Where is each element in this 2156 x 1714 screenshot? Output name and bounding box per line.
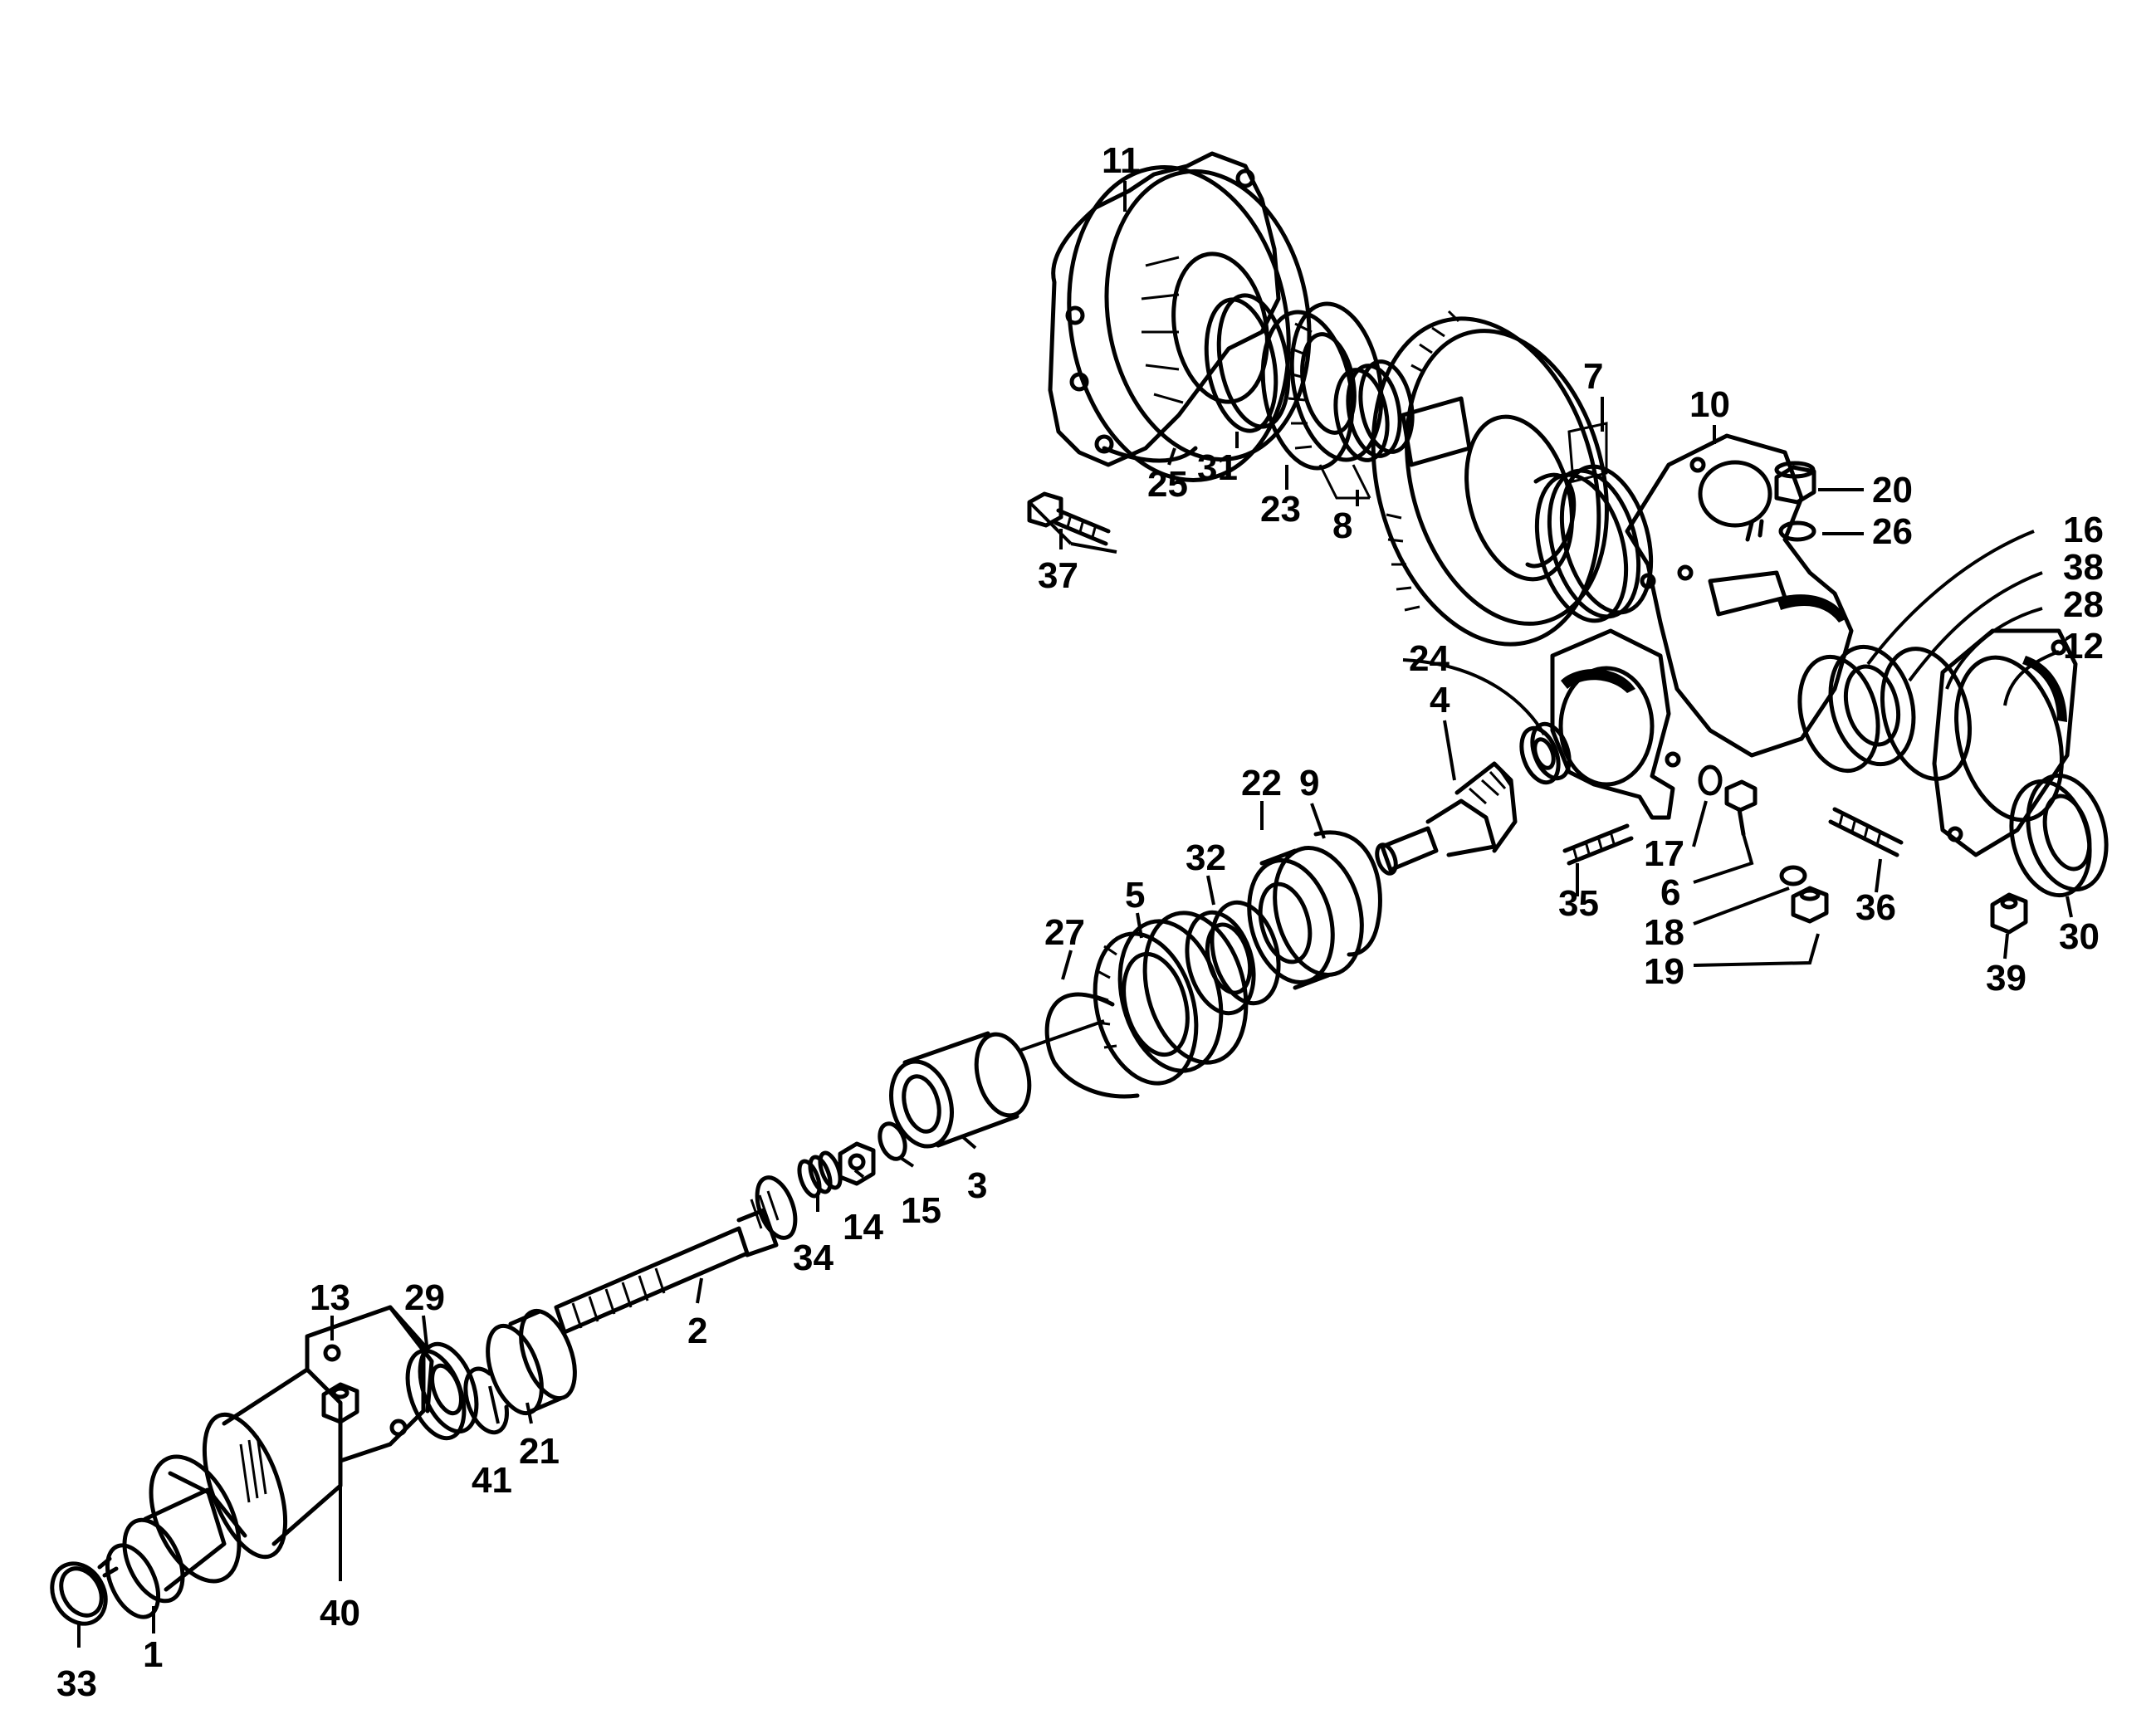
part-9-shim (1313, 830, 1382, 957)
callout-30: 30 (2059, 916, 2100, 957)
callout-17: 17 (1644, 833, 1684, 874)
callout-15: 15 (901, 1190, 941, 1231)
callout-7: 7 (1583, 356, 1603, 397)
callout-labels: 11 25 31 23 8 7 10 20 26 16 38 28 12 37 … (56, 140, 2104, 1704)
callout-39: 39 (1986, 958, 2026, 999)
callout-27: 27 (1044, 912, 1085, 953)
part-case-front-cover (1550, 628, 1681, 820)
callout-20: 20 (1872, 470, 1913, 510)
part-2-output-shaft (554, 1175, 798, 1335)
part-14-nut (838, 1141, 876, 1186)
part-28-ring (1880, 647, 1973, 781)
part-24-bearing (1519, 721, 1572, 785)
callout-23: 23 (1260, 489, 1301, 530)
callout-33: 33 (56, 1663, 97, 1704)
callout-2: 2 (687, 1311, 707, 1351)
callout-36: 36 (1855, 887, 1896, 928)
parts-drawing (50, 151, 2109, 1626)
part-29-bearing (405, 1341, 479, 1441)
callout-41: 41 (472, 1460, 512, 1501)
callout-22: 22 (1241, 763, 1282, 803)
part-3-sleeve (889, 1031, 1032, 1149)
callout-37: 37 (1038, 555, 1078, 596)
part-30-oil-seal (2009, 773, 2109, 898)
part-12-rear-cover (1932, 628, 2078, 857)
part-11-cover-plate (1048, 151, 1312, 482)
callout-1: 1 (143, 1634, 163, 1675)
part-22-drum (1247, 846, 1364, 990)
callout-35: 35 (1558, 883, 1599, 924)
part-32-bearing (1185, 900, 1281, 1016)
callout-10: 10 (1689, 384, 1730, 425)
callout-24: 24 (1409, 638, 1450, 679)
callout-34: 34 (793, 1238, 834, 1278)
callout-8: 8 (1332, 505, 1352, 546)
callout-5: 5 (1125, 875, 1145, 916)
part-18-washer (1779, 865, 1807, 886)
callout-32: 32 (1186, 837, 1226, 878)
callout-40: 40 (320, 1593, 360, 1633)
part-15-washer (878, 1121, 907, 1161)
part-41-snap-ring (463, 1366, 509, 1435)
part-39-nut (1990, 892, 2028, 935)
callout-4: 4 (1430, 680, 1450, 720)
part-ring-gear (1371, 310, 1609, 647)
callout-29: 29 (404, 1277, 445, 1318)
part-13-extension-housing (202, 1305, 434, 1560)
callout-21: 21 (519, 1431, 560, 1472)
part-4-pinion-gear (1375, 761, 1518, 876)
callout-25: 25 (1147, 464, 1188, 505)
part-16-seal (1797, 644, 1916, 774)
part-25-gasket (1102, 446, 1198, 463)
part-27-snap-ring (1044, 992, 1140, 1099)
part-40-nut (321, 1382, 359, 1424)
part-1-flange (105, 1454, 247, 1619)
part-37-bolt (1027, 491, 1111, 546)
part-7-shim-pack (1534, 422, 1654, 623)
part-20-plug (1774, 461, 1816, 505)
leader-lines (77, 181, 2073, 1648)
callout-14: 14 (843, 1207, 883, 1248)
callout-3: 3 (967, 1165, 987, 1206)
part-19-plug (1791, 886, 1829, 924)
part-33-clamp (50, 1556, 119, 1626)
callout-28: 28 (2063, 584, 2104, 625)
part-34-spring (797, 1150, 843, 1199)
callout-12: 12 (2063, 626, 2104, 667)
callout-19: 19 (1644, 951, 1684, 992)
callout-31: 31 (1197, 447, 1238, 488)
callout-38: 38 (2063, 547, 2104, 588)
part-36-stud (1828, 807, 1904, 857)
callout-11: 11 (1102, 140, 1141, 181)
part-26-washer (1778, 520, 1816, 542)
part-6-bolt (1724, 779, 1758, 837)
part-10-transfer-case (1625, 433, 1854, 758)
callout-9: 9 (1299, 763, 1319, 803)
callout-16: 16 (2063, 510, 2104, 550)
part-31-race (1204, 293, 1291, 433)
callout-13: 13 (310, 1277, 350, 1318)
callout-6: 6 (1660, 872, 1680, 913)
callout-26: 26 (1872, 511, 1913, 552)
part-17-washer (1698, 764, 1723, 796)
callout-18: 18 (1644, 912, 1684, 953)
part-35-stud (1562, 823, 1634, 866)
